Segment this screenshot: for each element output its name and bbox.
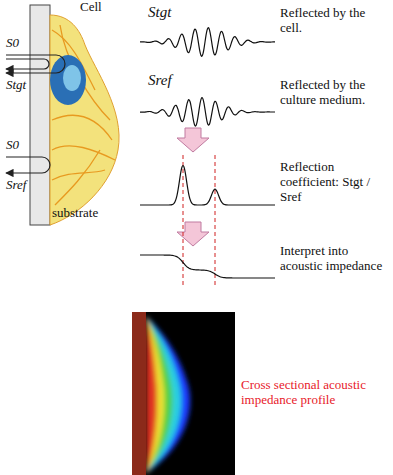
note: Interpret into acoustic impedance bbox=[280, 244, 390, 274]
nucleus bbox=[50, 55, 86, 105]
signal-name: Sref bbox=[148, 72, 172, 89]
signal-name: Sref bbox=[6, 178, 26, 193]
note: Reflected by the cell. bbox=[280, 6, 390, 36]
impedance-layer bbox=[146, 316, 157, 475]
reflection-paths bbox=[6, 55, 65, 173]
impedance-curve bbox=[140, 255, 275, 278]
part-label: Cell bbox=[80, 0, 102, 15]
signal-name: S0 bbox=[6, 36, 19, 51]
reference-waveform bbox=[140, 98, 275, 126]
process-arrow bbox=[177, 222, 209, 246]
impedance-layer bbox=[146, 316, 165, 475]
note: Reflection coefficient: Stgt / Sref bbox=[280, 160, 390, 205]
marker-line bbox=[183, 155, 184, 285]
process-arrow bbox=[177, 128, 209, 152]
signal-name: Stgt bbox=[148, 4, 171, 21]
signal-name: Stgt bbox=[6, 78, 26, 93]
substrate-plate bbox=[30, 5, 50, 225]
note: Reflected by the culture medium. bbox=[280, 78, 390, 108]
marker-line bbox=[215, 155, 216, 285]
impedance-image bbox=[132, 312, 235, 475]
target-waveform bbox=[140, 28, 275, 57]
cell-body bbox=[50, 15, 119, 225]
reflection-coefficient-curve bbox=[140, 166, 275, 205]
nucleolus bbox=[63, 65, 81, 91]
impedance-layer bbox=[146, 316, 190, 475]
part-label: substrate bbox=[52, 206, 98, 221]
cell-fibers bbox=[52, 25, 115, 205]
impedance-layer bbox=[146, 316, 172, 475]
caption-note: Cross sectional acoustic impedance profi… bbox=[241, 378, 389, 408]
impedance-layer bbox=[146, 316, 181, 475]
signal-name: S0 bbox=[6, 138, 19, 153]
